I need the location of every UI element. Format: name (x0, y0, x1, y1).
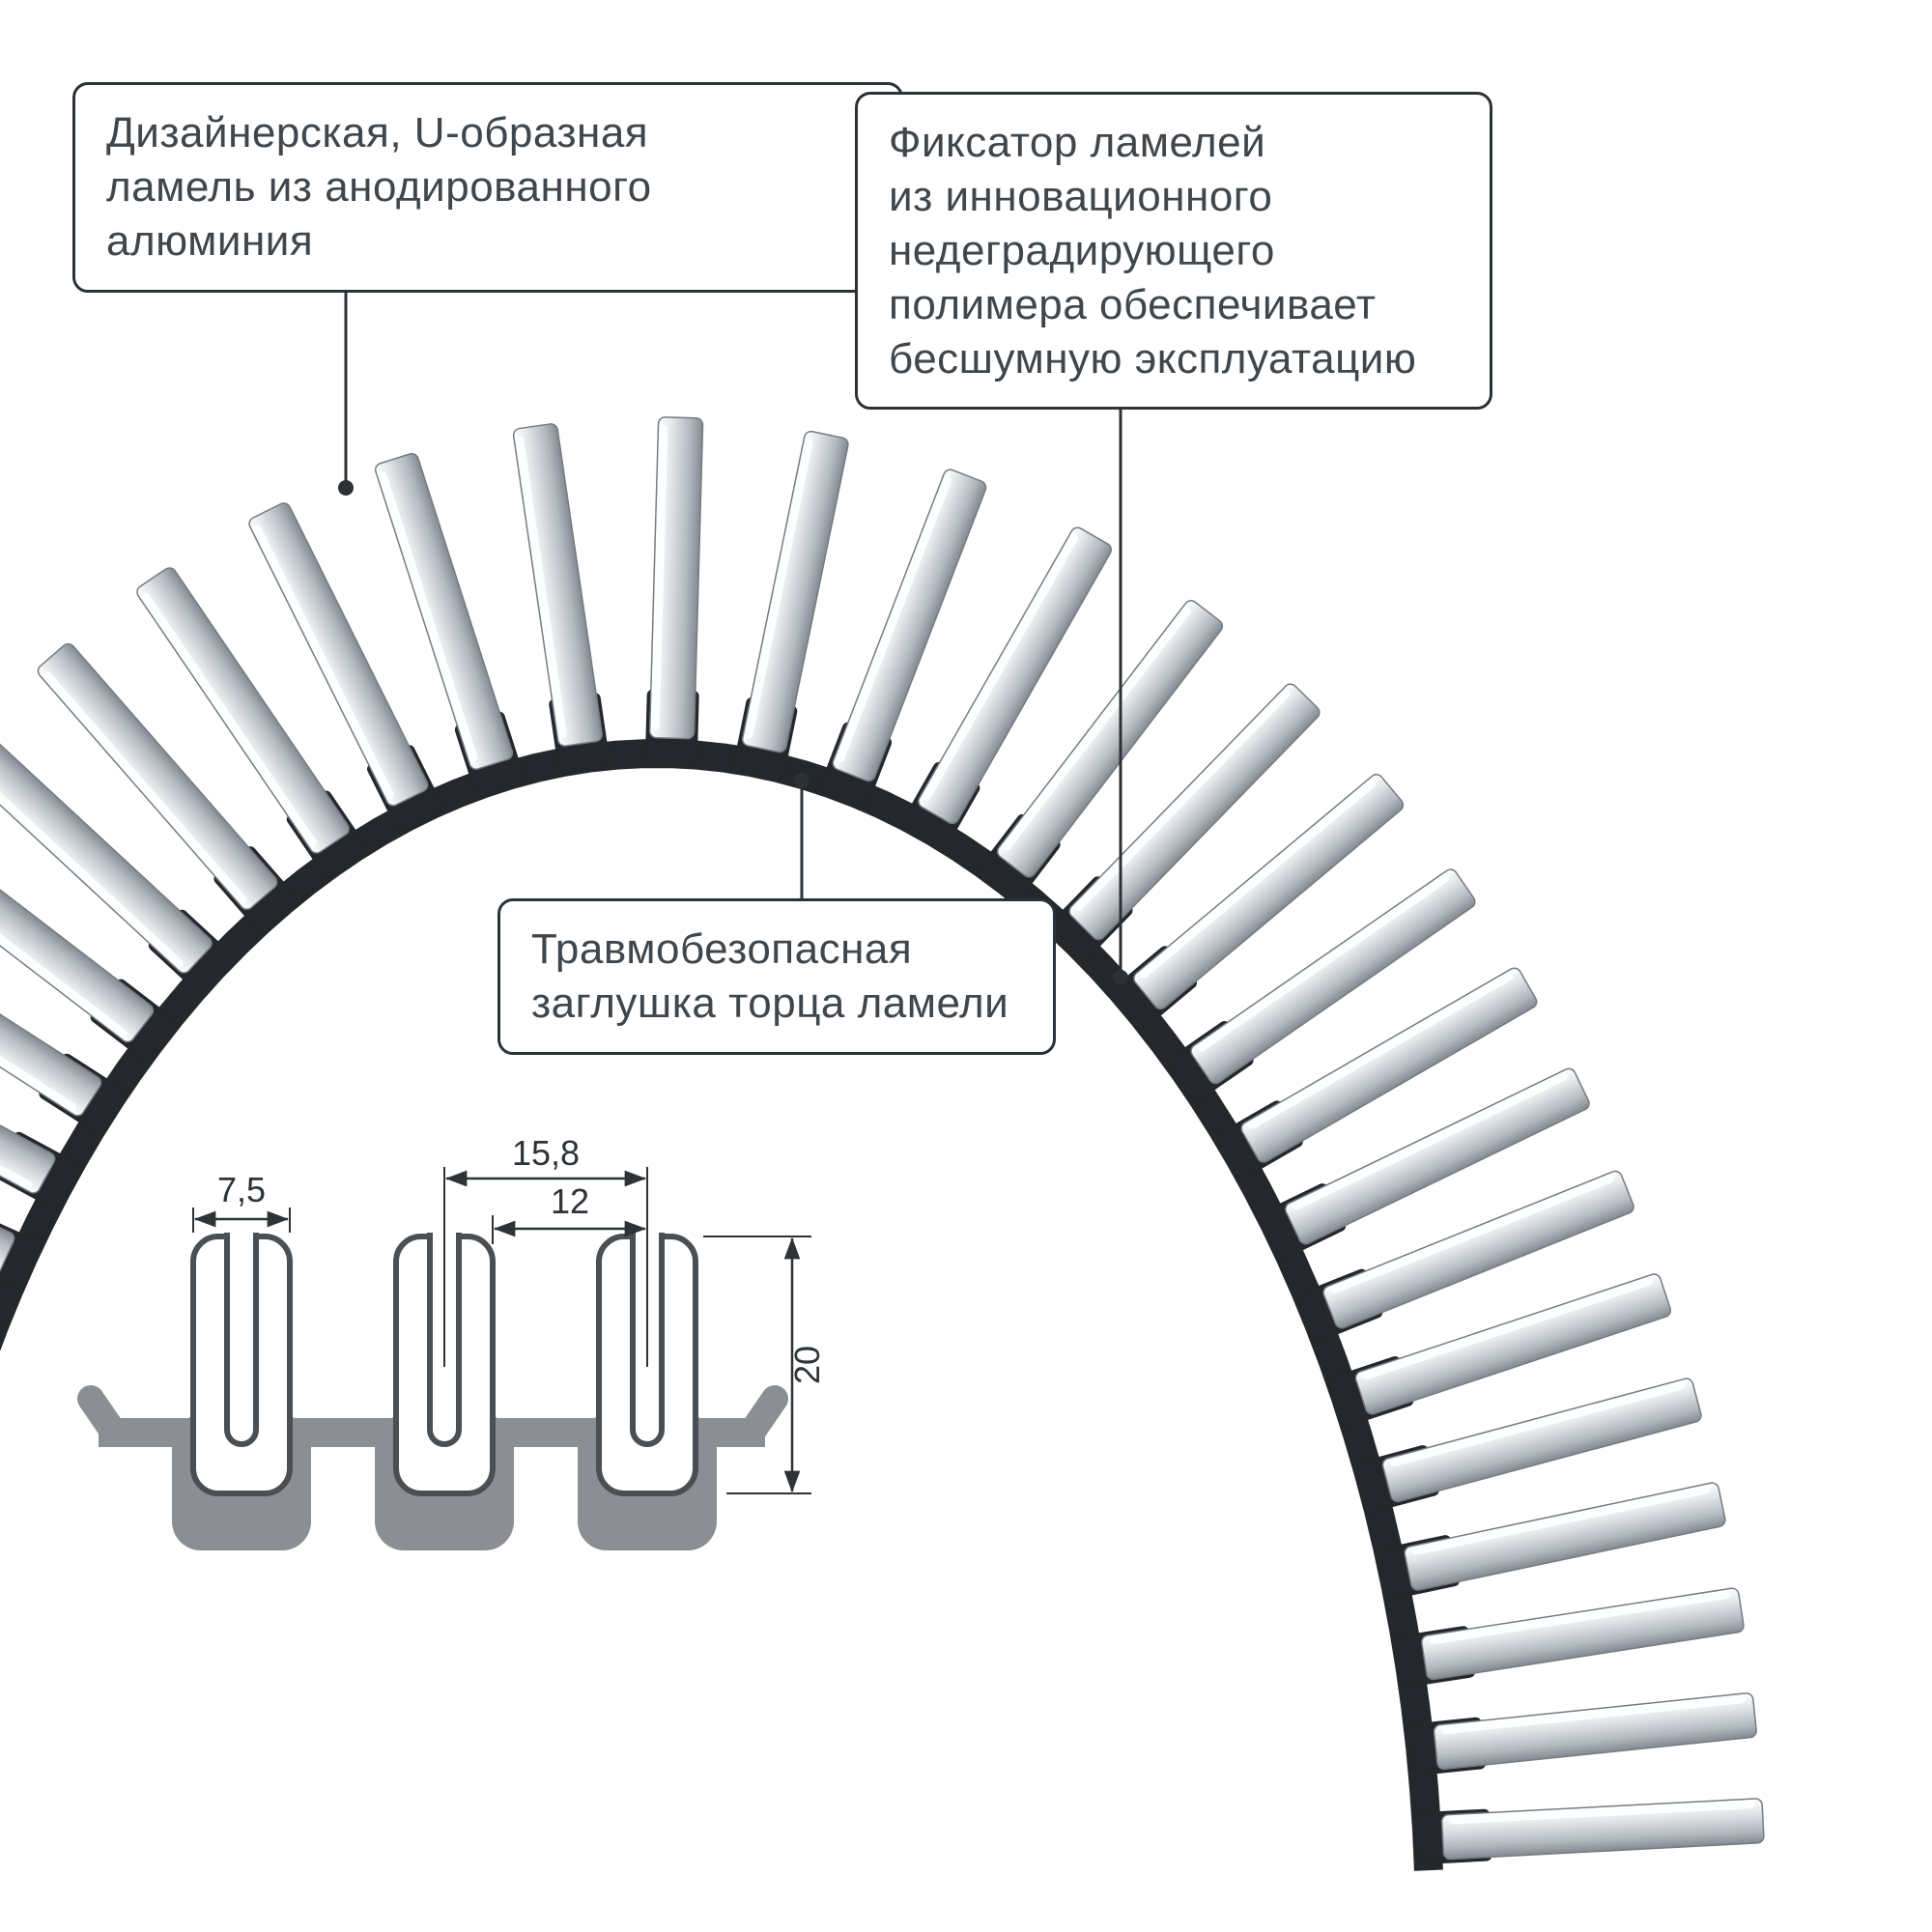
lamella-slat (0, 815, 178, 1063)
lamella-slat (1259, 1067, 1590, 1260)
lamella-slat (0, 1103, 42, 1289)
callout-endcap: Травмобезопасная заглушка торца ламели (497, 898, 1056, 1055)
lamella-slat (1377, 1482, 1726, 1600)
dimension-height-label: 20 (787, 1346, 827, 1384)
leader-dot-endcap (794, 773, 810, 788)
lamella-slat (901, 526, 1112, 850)
lamella-slat (1406, 1692, 1757, 1776)
lamella-slat (136, 567, 368, 878)
callout-lamella: Дизайнерская, U-образная ламель из аноди… (72, 82, 903, 293)
lamella-slat (0, 726, 235, 995)
lamella-slat (1110, 774, 1405, 1030)
callout-fixator: Фиксатор ламелей из инновационного недег… (855, 92, 1492, 411)
callout-lamella-text: Дизайнерская, U-образная ламель из аноди… (106, 109, 652, 265)
dimension-gap: 12 (492, 1181, 647, 1244)
dimension-height: 20 (703, 1236, 827, 1494)
lamella-slat (1215, 967, 1538, 1179)
dimension-pitch: 15,8 (443, 1140, 648, 1367)
dimension-lamella-width: 7,5 (192, 1170, 291, 1233)
callout-endcap-text: Травмобезопасная заглушка торца ламели (531, 925, 1009, 1027)
lamella-slat (0, 1005, 81, 1210)
lamella-slat (1328, 1273, 1672, 1427)
lamella-slats-group (0, 416, 1765, 1865)
lamella-slat (248, 502, 444, 833)
lamella-slat (1394, 1587, 1745, 1688)
callout-fixator-text: Фиксатор ламелей из инновационного недег… (889, 119, 1417, 383)
lamella-slat (1296, 1170, 1634, 1343)
leader-dot-lamella (338, 480, 354, 496)
dimension-gap-label: 12 (551, 1181, 589, 1221)
lamella-slat (0, 909, 127, 1134)
lamella-slat (1047, 683, 1321, 962)
dimension-pitch-label: 15,8 (512, 1140, 580, 1173)
dimension-lamella-width-label: 7,5 (217, 1170, 266, 1209)
u-profile-1 (193, 1233, 290, 1493)
lamella-slat (37, 642, 298, 933)
leader-dot-fixator (1113, 970, 1128, 985)
lamella-slat (819, 469, 987, 809)
lamella-slat (374, 452, 526, 797)
lamella-slat (1414, 1798, 1765, 1865)
lamella-slat (732, 430, 849, 781)
lamella-slat (978, 600, 1224, 901)
lamella-slat (1166, 868, 1476, 1103)
cross-section-drawing: 7,5 15,8 12 20 (77, 1140, 827, 1550)
lamella-slat (1355, 1378, 1702, 1513)
lamella-slat (644, 416, 704, 766)
lamella-slat (512, 423, 611, 774)
